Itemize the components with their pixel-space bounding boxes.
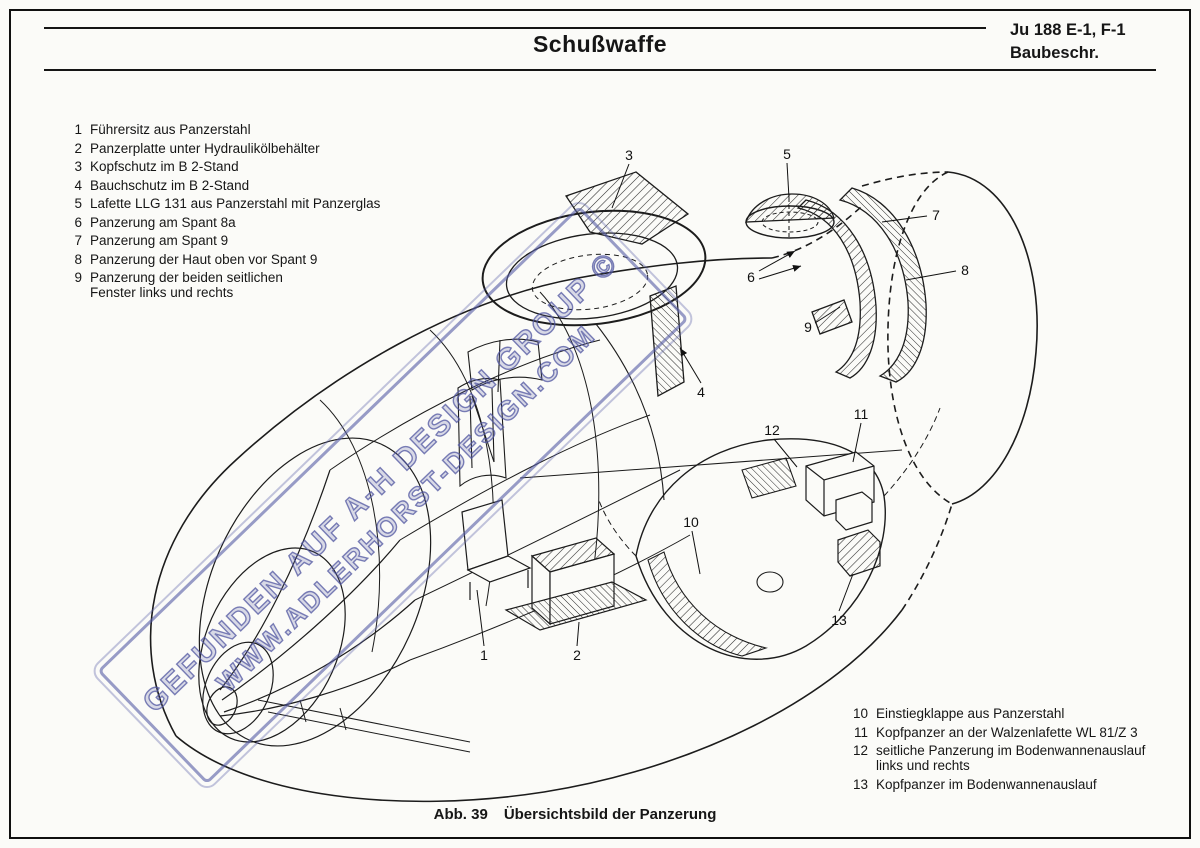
legend-item-number: 11	[853, 724, 868, 740]
legend-item-number: 10	[852, 706, 868, 721]
header-rule-top	[44, 27, 986, 29]
callout-1: 1	[480, 647, 488, 663]
legend-item-number: 2	[74, 140, 82, 156]
figure-caption-label: Abb. 39	[433, 806, 488, 823]
cockpit-structure	[457, 323, 665, 501]
legend-item-number: 6	[74, 214, 82, 230]
figure-caption-text: Übersichtsbild der Panzerung	[503, 806, 717, 823]
legend-item: 4 Bauchschutz im B 2-Stand	[66, 178, 380, 193]
legend-item-number: 13	[852, 776, 868, 792]
legend-item: 10 Einstiegklappe aus Panzerstahl	[848, 706, 1145, 721]
legend-item-text: Führersitz aus Panzerstahl	[90, 122, 251, 137]
belly-armor-plate	[649, 285, 685, 398]
callout-3: 3	[625, 147, 633, 163]
doc-ref-section: Baubeschr.	[1010, 44, 1099, 63]
legend-item: 13 Kopfpanzer im Bodenwannenauslauf	[848, 777, 1145, 792]
legend-item: 6 Panzerung am Spant 8a	[66, 215, 380, 230]
legend-item-number: 5	[74, 196, 82, 211]
callout-2: 2	[573, 647, 581, 663]
legend-item: 2 Panzerplatte unter Hydraulikölbehälter	[66, 141, 380, 156]
fuselage-outline	[149, 171, 1038, 803]
legend-item-text: seitliche Panzerung im Bodenwannenauslau…	[876, 743, 1146, 773]
legend-item-text: Panzerung am Spant 8a	[90, 214, 236, 230]
legend-item: 7 Panzerung am Spant 9	[66, 233, 380, 248]
legend-item-number: 12	[852, 743, 868, 758]
hydraulic-tank-armor	[504, 537, 648, 631]
nose-glazing	[198, 437, 432, 747]
walzenlafette-armor	[805, 451, 881, 577]
callout-12: 12	[764, 422, 780, 438]
legend-item-text: Lafette LLG 131 aus Panzerstahl mit Panz…	[90, 196, 381, 211]
legend-item: 3 Kopfschutz im B 2-Stand	[66, 159, 380, 174]
callout-10: 10	[683, 514, 699, 530]
legend-item-number: 9	[74, 270, 82, 285]
spant-armor-bands	[796, 187, 927, 383]
doc-reference: Ju 188 E-1, F-1 Baubeschr.	[1010, 19, 1126, 65]
callout-5: 5	[783, 146, 791, 162]
head-armor-plate	[564, 171, 690, 245]
legend-item-text: Panzerung der Haut oben vor Spant 9	[90, 251, 318, 267]
figure-caption: Abb. 39 Übersichtsbild der Panzerung	[0, 806, 1150, 823]
legend-item: 5 Lafette LLG 131 aus Panzerstahl mit Pan…	[66, 196, 380, 211]
legend-item-text: Kopfpanzer an der Walzenlafette WL 81/Z …	[876, 724, 1138, 740]
callout-leader-lines	[476, 162, 957, 647]
callout-4: 4	[697, 384, 705, 400]
callout-8: 8	[961, 262, 969, 278]
legend-item-number: 8	[74, 251, 82, 267]
legend-item-number: 4	[74, 177, 82, 193]
legend-item: 11 Kopfpanzer an der Walzenlafette WL 81/…	[848, 725, 1145, 740]
legend-item-text: Kopfschutz im B 2-Stand	[90, 159, 239, 174]
callout-13: 13	[831, 612, 847, 628]
legend-item-number: 1	[74, 122, 82, 137]
callout-7: 7	[932, 207, 940, 223]
legend-top: 1 Führersitz aus Panzerstahl 2 Panzerplatt…	[66, 122, 380, 304]
legend-item-text: Kopfpanzer im Bodenwannenauslauf	[876, 776, 1097, 792]
legend-item-text: Panzerung der beiden seitlichen Fenster …	[90, 270, 283, 300]
callout-9: 9	[804, 319, 812, 335]
legend-item: 12 seitliche Panzerung im Bodenwannenausl…	[848, 743, 1145, 773]
legend-item-text: Bauchschutz im B 2-Stand	[90, 177, 250, 193]
pilot-armor-seat	[461, 499, 532, 600]
legend-item: 9 Panzerung der beiden seitlichen Fenster…	[66, 270, 380, 300]
legend-item-number: 3	[74, 159, 82, 174]
legend-item-text: Einstiegklappe aus Panzerstahl	[876, 706, 1065, 721]
gondola-cutaway	[597, 407, 941, 660]
legend-item: 8 Panzerung der Haut oben vor Spant 9	[66, 252, 380, 267]
legend-item-number: 7	[74, 233, 82, 248]
callout-11: 11	[853, 406, 869, 422]
legend-item: 1 Führersitz aus Panzerstahl	[66, 122, 380, 137]
header-rule-bottom	[44, 69, 1156, 71]
legend-item-text: Panzerplatte unter Hydraulikölbehälter	[90, 140, 320, 156]
page-title: Schußwaffe	[532, 31, 668, 57]
doc-ref-model: Ju 188 E-1, F-1	[1010, 21, 1126, 39]
legend-item-text: Panzerung am Spant 9	[90, 233, 229, 248]
callout-6: 6	[747, 269, 755, 285]
